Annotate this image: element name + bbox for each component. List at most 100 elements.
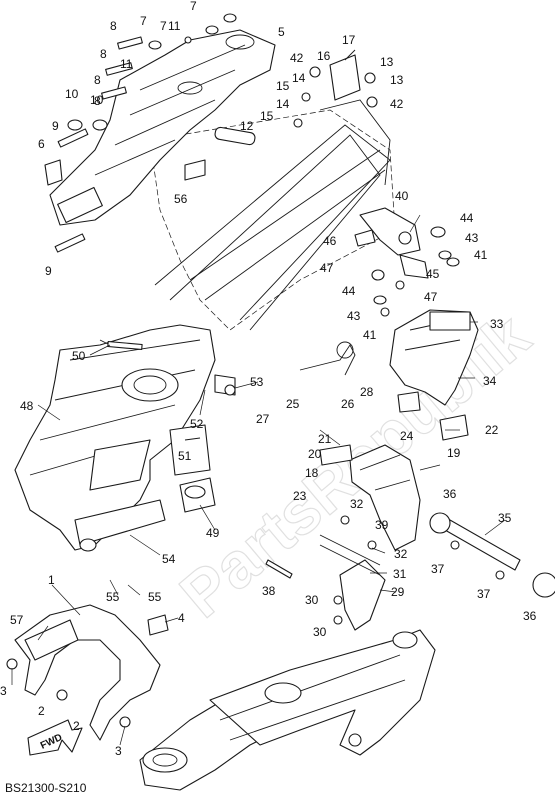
callout: 14 xyxy=(292,71,306,85)
callout: 52 xyxy=(190,417,204,431)
callout: 45 xyxy=(426,267,440,281)
callout: 50 xyxy=(72,349,86,363)
callout: 33 xyxy=(490,317,504,331)
fwd-arrow-icon: FWD xyxy=(27,719,83,756)
callout: 30 xyxy=(305,593,319,607)
callout: 14 xyxy=(276,97,290,111)
callout: 28 xyxy=(360,385,374,399)
callout: 32 xyxy=(350,497,364,511)
callout: 41 xyxy=(363,328,377,342)
callout: 44 xyxy=(342,284,356,298)
callout: 35 xyxy=(498,511,512,525)
callout: 8 xyxy=(94,94,101,108)
callout: 11 xyxy=(120,57,133,71)
callout: 53 xyxy=(250,375,264,389)
callout: 21 xyxy=(318,432,332,446)
upper-brackets xyxy=(293,49,378,128)
callout: 57 xyxy=(10,613,24,627)
callout: 44 xyxy=(460,211,474,225)
callout: 9 xyxy=(45,264,52,278)
callout: 8 xyxy=(110,19,117,33)
callout: 2 xyxy=(38,704,45,718)
callout: 7 xyxy=(190,0,197,13)
callout: 15 xyxy=(276,79,290,93)
callout: 42 xyxy=(290,51,304,65)
callout: 1 xyxy=(48,573,55,587)
callout: 31 xyxy=(393,567,407,581)
callout: 7 xyxy=(140,14,147,28)
callout: 26 xyxy=(341,397,355,411)
callout: 29 xyxy=(391,585,405,599)
callout: 38 xyxy=(262,584,276,598)
callout: 47 xyxy=(424,290,438,304)
callout: 56 xyxy=(174,192,188,206)
callout: 10 xyxy=(90,93,104,107)
callout: 42 xyxy=(390,97,404,111)
leader-lines xyxy=(11,214,506,746)
callout: 16 xyxy=(317,49,331,63)
cable-hook xyxy=(299,341,421,413)
callout: 37 xyxy=(431,562,445,576)
callout: 46 xyxy=(323,234,337,248)
callout: 3 xyxy=(0,684,7,698)
callout: 34 xyxy=(483,374,497,388)
callout: 8 xyxy=(100,47,107,61)
callout: 15 xyxy=(260,109,274,123)
callout: 13 xyxy=(390,73,404,87)
callout: 49 xyxy=(206,526,220,540)
callout: 4 xyxy=(178,611,185,625)
callout: 40 xyxy=(395,189,409,203)
callout: 43 xyxy=(465,231,479,245)
callout: 47 xyxy=(320,261,334,275)
diagram-code: BS21300-S210 xyxy=(5,781,87,795)
small-parts-top-left xyxy=(44,13,256,253)
callout: 41 xyxy=(474,248,488,262)
callout-labels: 1 2 2 3 3 4 5 6 7 7 7 8 8 8 8 9 9 10 10 … xyxy=(0,0,537,758)
callout: 24 xyxy=(400,429,414,443)
callout: 7 xyxy=(160,19,167,33)
callout: 6 xyxy=(38,137,45,151)
callout: 12 xyxy=(240,119,254,133)
license-bracket xyxy=(169,424,216,513)
callout: 27 xyxy=(256,412,270,426)
callout: 48 xyxy=(20,399,34,413)
callout: 55 xyxy=(106,590,120,604)
callout: 54 xyxy=(162,552,176,566)
rear-fender xyxy=(14,324,236,552)
callout: 19 xyxy=(447,446,461,460)
callout: 9 xyxy=(52,119,59,133)
callout: 20 xyxy=(308,447,322,461)
tail-cover xyxy=(389,309,479,406)
callout: 11 xyxy=(168,19,181,33)
rod xyxy=(265,559,293,579)
callout: 18 xyxy=(305,466,319,480)
bracket-assembly xyxy=(354,207,460,317)
callout: 32 xyxy=(394,547,408,561)
front-fender: YAMAHA xyxy=(6,604,169,741)
callout: 55 xyxy=(148,590,162,604)
swing-arm xyxy=(139,629,436,791)
callout: 2 xyxy=(73,719,80,733)
callout: 43 xyxy=(347,309,361,323)
seat-bracket xyxy=(49,29,276,226)
callout: 30 xyxy=(313,625,327,639)
rear-splash-guard xyxy=(319,414,469,551)
callout: 25 xyxy=(286,397,300,411)
callout: 22 xyxy=(485,423,499,437)
side-reflector-bar xyxy=(429,512,555,598)
callout: 17 xyxy=(342,33,356,47)
callout: 8 xyxy=(94,73,101,87)
rear-frame xyxy=(149,99,401,331)
callout: 39 xyxy=(375,518,389,532)
callout: 36 xyxy=(443,487,457,501)
callout: 37 xyxy=(477,587,491,601)
callout: 51 xyxy=(178,449,192,463)
callout: 10 xyxy=(65,87,79,101)
callout: 23 xyxy=(293,489,307,503)
callout: 5 xyxy=(278,25,285,39)
callout: 3 xyxy=(115,744,122,758)
license-holder xyxy=(319,515,386,631)
callout: 13 xyxy=(380,55,394,69)
callout: 36 xyxy=(523,609,537,623)
